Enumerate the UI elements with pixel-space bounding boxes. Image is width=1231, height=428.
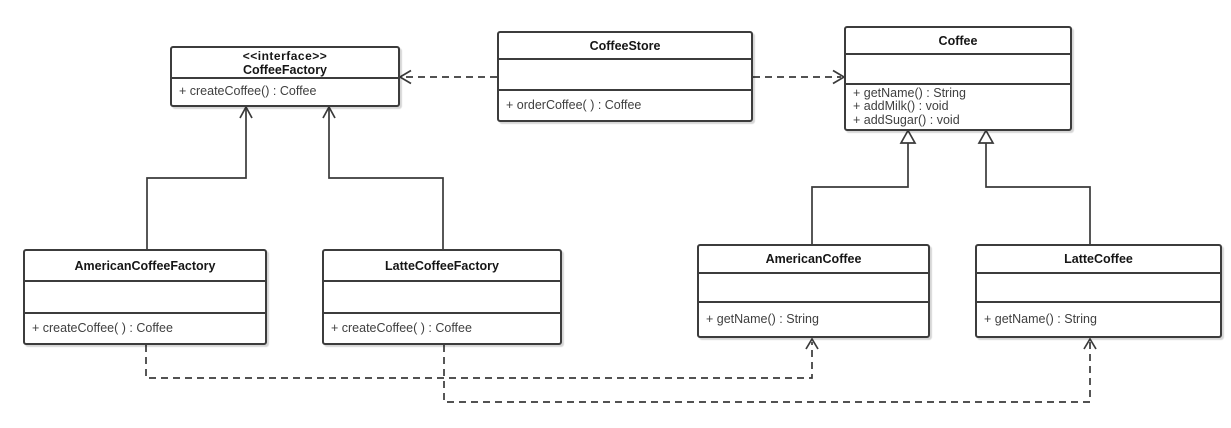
class-name: Coffee [938,33,978,48]
class-title-compartment: AmericanCoffeeFactory [25,251,265,280]
dependency-lattecoffeefactory-to-lattecoffee [443,337,1097,403]
hollow-triangle-arrowhead-icon [899,130,917,144]
fields-compartment [977,272,1220,301]
open-arrowhead-icon [1083,337,1097,350]
methods-compartment: + getName() : String + addMilk() : void … [846,83,1070,129]
class-name: CoffeeStore [589,38,661,53]
fields-compartment [324,280,560,312]
realization-lattecoffeefactory-to-coffeefactory [322,105,444,249]
open-arrowhead-icon [322,105,336,119]
method-item: + orderCoffee( ) : Coffee [506,97,642,112]
fields-compartment [499,58,751,89]
class-title-compartment: LatteCoffee [977,246,1220,272]
dependency-americancoffeefactory-to-americancoffee [145,337,819,379]
generalization-americancoffee-to-coffee [811,130,917,244]
class-name: AmericanCoffeeFactory [74,258,216,273]
method-item: + getName() : String [984,311,1097,326]
method-item: + createCoffee( ) : Coffee [32,320,173,335]
class-box-lattecoffeefactory: LatteCoffeeFactory + createCoffee( ) : C… [322,249,562,345]
method-item: + getName() : String [706,311,819,326]
method-item: + addMilk() : void [853,99,949,114]
method-item: + getName() : String [853,85,966,100]
dependency-coffeestore-to-coffee [753,69,846,85]
class-box-coffeefactory: <<interface>> CoffeeFactory + createCoff… [170,46,400,107]
method-item: + addSugar() : void [853,112,960,127]
class-title-compartment: AmericanCoffee [699,246,928,272]
fields-compartment [699,272,928,301]
class-name: LatteCoffee [1064,252,1133,266]
class-box-coffeestore: CoffeeStore + orderCoffee( ) : Coffee [497,31,753,122]
generalization-lattecoffee-to-coffee [977,130,1091,244]
class-title-compartment: LatteCoffeeFactory [324,251,560,280]
fields-compartment [25,280,265,312]
class-name: LatteCoffeeFactory [385,258,499,273]
realization-americancoffeefactory-to-coffeefactory [146,105,253,249]
methods-compartment: + orderCoffee( ) : Coffee [499,89,751,120]
class-box-coffee: Coffee + getName() : String + addMilk() … [844,26,1072,131]
class-title-compartment: Coffee [846,28,1070,53]
methods-compartment: + createCoffee( ) : Coffee [324,312,560,343]
methods-compartment: + createCoffee( ) : Coffee [25,312,265,343]
class-stereotype: <<interface>> [242,48,328,63]
fields-compartment [846,53,1070,83]
class-title-compartment: CoffeeStore [499,33,751,58]
dependency-coffeestore-to-coffeefactory [398,69,497,85]
methods-compartment: + getName() : String [977,301,1220,336]
open-arrowhead-icon [239,105,253,119]
class-name: CoffeeFactory [242,62,328,77]
open-arrowhead-icon [805,337,819,350]
method-item: + createCoffee() : Coffee [179,84,317,99]
hollow-triangle-arrowhead-icon [977,130,995,144]
methods-compartment: + createCoffee() : Coffee [172,77,398,105]
method-item: + createCoffee( ) : Coffee [331,320,472,335]
class-box-americancoffeefactory: AmericanCoffeeFactory + createCoffee( ) … [23,249,267,345]
class-box-lattecoffee: LatteCoffee + getName() : String [975,244,1222,338]
methods-compartment: + getName() : String [699,301,928,336]
class-box-americancoffee: AmericanCoffee + getName() : String [697,244,930,338]
class-title-compartment: <<interface>> CoffeeFactory [172,48,398,77]
open-arrowhead-icon [398,69,412,85]
class-name: AmericanCoffee [765,252,862,266]
